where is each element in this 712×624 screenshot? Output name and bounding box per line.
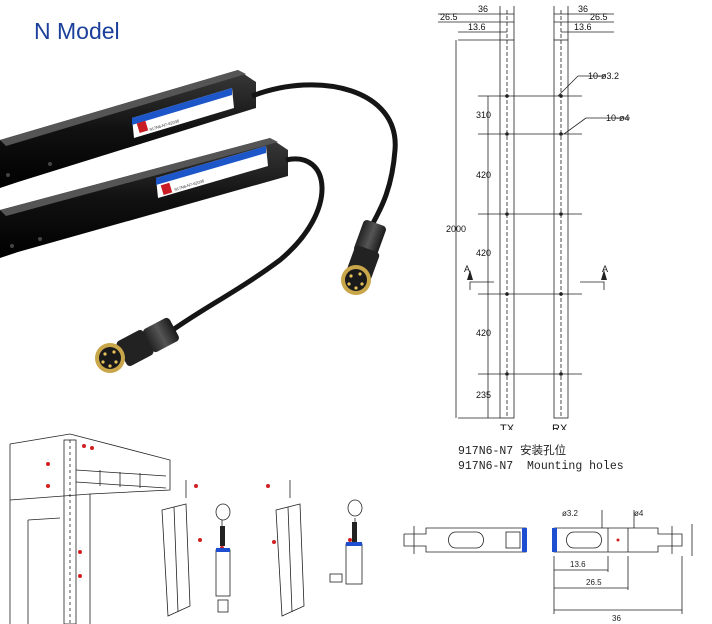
product-photo: 917N6-N7-62036 917N6-N7-62036: [0, 70, 398, 373]
spacing-1: 310: [476, 110, 491, 120]
rx-label: RX: [552, 423, 568, 430]
caption-line-en: 917N6-N7 Mounting holes: [458, 460, 624, 473]
spacing-2: 420: [476, 170, 491, 180]
rx-cable: [168, 156, 325, 335]
profile-dim-3-2: ø3.2: [562, 509, 579, 518]
hole-label-3-2: 10-ø3.2: [588, 71, 619, 81]
tx-cable: [251, 82, 398, 227]
rx-connector: [95, 317, 179, 373]
bar-label-sticker: 917N6-N7-62036: [132, 88, 234, 138]
caption-line-cn: 917N6-N7 安装孔位: [458, 445, 567, 458]
spacing-5: 235: [476, 390, 491, 400]
dim-36-tx: 36: [478, 4, 488, 14]
dim-26-5-tx: 26.5: [440, 12, 458, 22]
mounting-hole-drawing: 36 26.5 13.6 36 26.5 13.6 10-ø3.2 10-ø4 …: [438, 4, 630, 430]
drawing-caption: 917N6-N7 安装孔位 917N6-N7 Mounting holes: [458, 444, 624, 474]
tx-label: TX: [500, 423, 515, 430]
bar-label-sticker: 917N6-N7-62036: [156, 146, 268, 198]
spacing-3: 420: [476, 248, 491, 258]
profile-dim-4: ø4: [634, 509, 644, 518]
hole-row-lines: [478, 95, 582, 375]
dim-26-5-rx: 26.5: [590, 12, 608, 22]
dim-36-rx: 36: [578, 4, 588, 14]
page-title: N Model: [34, 18, 120, 44]
profile-dim-36: 36: [612, 614, 621, 623]
tx-bar: 917N6-N7-62036: [0, 70, 256, 188]
profile-dim-13-6: 13.6: [570, 560, 586, 569]
profile-cross-section: ø3.2 ø4 13.6 26.5 36: [403, 509, 693, 623]
dim-13-6-rx: 13.6: [574, 22, 592, 32]
hole-label-4: 10-ø4: [606, 113, 630, 123]
total-length-label: 2000: [446, 224, 466, 234]
spacing-4: 420: [476, 328, 491, 338]
profile-left: [403, 526, 527, 554]
mounting-illustration: [9, 433, 363, 624]
profile-right: [553, 510, 693, 614]
profile-dim-26-5: 26.5: [586, 578, 602, 587]
rx-bar: 917N6-N7-62036: [0, 138, 288, 258]
dim-13-6-tx: 13.6: [468, 22, 486, 32]
section-marker-right: A: [602, 264, 608, 274]
tx-connector: [341, 220, 386, 295]
section-marker-left: A: [464, 264, 470, 274]
